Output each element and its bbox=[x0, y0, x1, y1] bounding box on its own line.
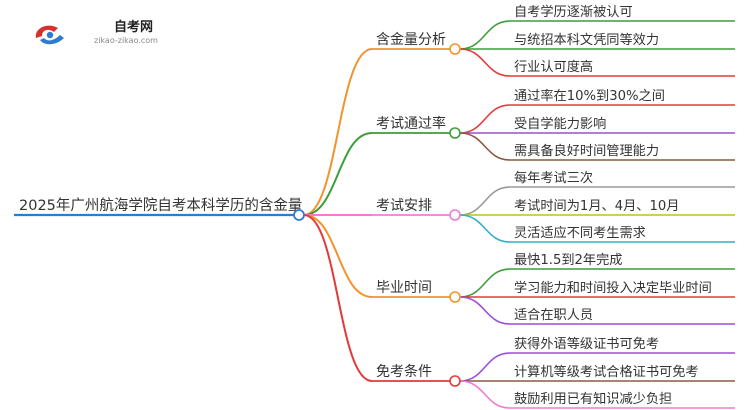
branch-collapse-toggle[interactable] bbox=[449, 43, 461, 55]
leaf-node-label: 学习能力和时间投入决定毕业时间 bbox=[514, 280, 712, 296]
branch-collapse-toggle[interactable] bbox=[449, 209, 461, 221]
leaf-node-label: 与统招本科文凭同等效力 bbox=[514, 31, 659, 48]
mindmap-nodes: 2025年广州航海学院自考本科学历的含金量 含金量分析 自考学历逐渐被认可与统招本科… bbox=[14, 4, 735, 409]
leaf-node-label: 计算机等级考试合格证书可免考 bbox=[514, 363, 699, 380]
leaf-node-label: 每年考试三次 bbox=[514, 170, 593, 186]
branch-node-label: 考试通过率 bbox=[376, 115, 446, 132]
mindmap-links bbox=[303, 20, 511, 409]
leaf-node-label: 适合在职人员 bbox=[514, 307, 593, 323]
root-node-label: 2025年广州航海学院自考本科学历的含金量 bbox=[19, 197, 302, 214]
branch-collapse-toggle[interactable] bbox=[449, 127, 461, 139]
logo-title: 自考网 bbox=[114, 20, 154, 35]
logo-url: zikao-zikao.com bbox=[94, 36, 158, 45]
leaf-node-label: 考试时间为1月、4月、10月 bbox=[514, 198, 679, 214]
leaf-node-label: 行业认可度高 bbox=[514, 58, 593, 75]
leaf-node-label: 受自学能力影响 bbox=[514, 116, 606, 132]
branch-collapse-toggle[interactable] bbox=[449, 375, 461, 387]
branch-collapse-toggle[interactable] bbox=[449, 291, 461, 303]
leaf-node-label: 通过率在10%到30%之间 bbox=[514, 87, 665, 104]
logo-emblem-icon bbox=[35, 25, 64, 45]
leaf-node-label: 最快1.5到2年完成 bbox=[514, 252, 623, 268]
branch-node-label: 考试安排 bbox=[376, 198, 432, 214]
leaf-node-label: 自考学历逐渐被认可 bbox=[514, 4, 633, 20]
branch-node-label: 含金量分析 bbox=[376, 32, 446, 48]
branch-node-label: 毕业时间 bbox=[376, 280, 432, 296]
site-logo[interactable]: 自考网 zikao-zikao.com bbox=[30, 14, 200, 54]
leaf-node-label: 鼓励利用已有知识减少负担 bbox=[514, 390, 672, 407]
root-collapse-toggle[interactable] bbox=[293, 209, 305, 221]
leaf-node-label: 需具备良好时间管理能力 bbox=[514, 142, 659, 159]
leaf-node-label: 获得外语等级证书可免考 bbox=[514, 335, 659, 352]
leaf-node-label: 灵活适应不同考生需求 bbox=[514, 225, 646, 241]
branch-node-label: 免考条件 bbox=[376, 363, 432, 380]
